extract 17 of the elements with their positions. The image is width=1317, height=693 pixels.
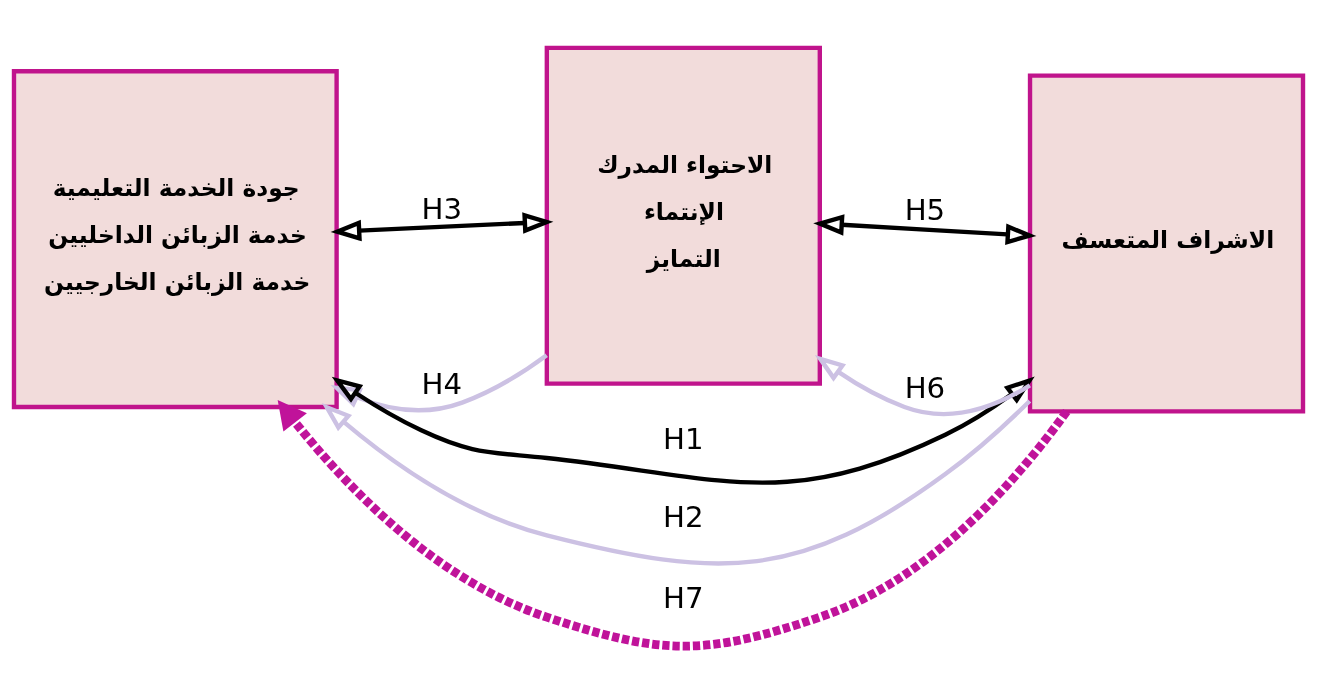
arrow bbox=[813, 213, 1037, 245]
arrow bbox=[330, 352, 548, 412]
arrow bbox=[277, 399, 1071, 650]
edge-label: H7 bbox=[663, 580, 704, 615]
edge-label: H4 bbox=[421, 366, 462, 401]
arrow bbox=[331, 376, 1035, 485]
edge-label: H5 bbox=[904, 192, 946, 227]
arrow bbox=[330, 211, 554, 241]
edge-label: H2 bbox=[663, 499, 704, 534]
edge-label: H3 bbox=[421, 191, 462, 226]
node-box: جودة الخدمة التعليمية خدمة الزبائن الداخليين خدمة الزبائن الخارجيين bbox=[11, 68, 339, 409]
node-box: الاشراف المتعسف bbox=[1027, 72, 1306, 413]
arrow bbox=[321, 398, 1032, 565]
edge-label: H1 bbox=[663, 421, 704, 456]
node-box: الاحتواء المدرك الإنتماء التمايز bbox=[544, 45, 822, 386]
arrow bbox=[814, 354, 1031, 416]
edge-label: H6 bbox=[904, 370, 946, 405]
